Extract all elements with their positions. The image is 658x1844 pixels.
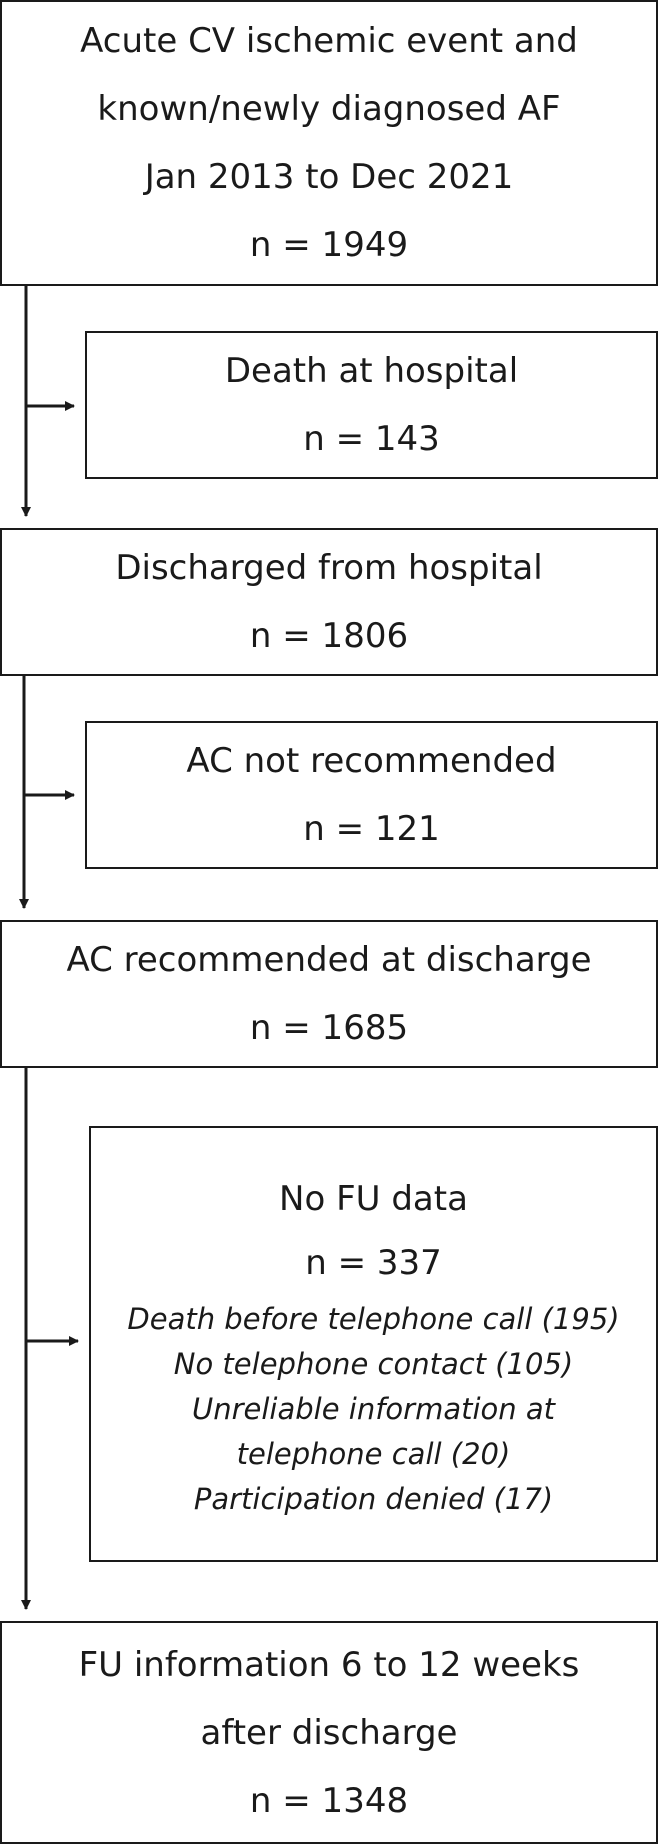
fu-information-line-1: FU information 6 to 12 weeks [78, 1644, 580, 1685]
death-at-hospital-count: n = 143 [303, 419, 440, 459]
ac-recommended-label: AC recommended at discharge [66, 940, 592, 980]
box-ac-recommended: AC recommended at discharge n = 1685 [0, 920, 658, 1068]
initial-cohort-line-3: Jan 2013 to Dec 2021 [144, 157, 514, 197]
discharged-count: n = 1806 [249, 616, 409, 656]
no-fu-reasons: Death before telephone call (195) No tel… [127, 1297, 619, 1522]
box-ac-not-recommended: AC not recommended n = 121 [85, 721, 658, 869]
ac-not-recommended-count: n = 121 [303, 809, 440, 849]
fu-information-count: n = 1348 [249, 1780, 409, 1821]
no-fu-count: n = 337 [305, 1242, 442, 1283]
ac-recommended-count: n = 1685 [249, 1008, 409, 1048]
no-fu-reason-death-before-call: Death before telephone call (195) [127, 1301, 620, 1336]
initial-cohort-line-1: Acute CV ischemic event and [80, 21, 578, 61]
no-fu-reason-unreliable-line-2: telephone call (20) [236, 1436, 511, 1471]
box-death-at-hospital: Death at hospital n = 143 [85, 331, 658, 479]
discharged-label: Discharged from hospital [115, 548, 543, 588]
box-discharged: Discharged from hospital n = 1806 [0, 528, 658, 676]
box-fu-information: FU information 6 to 12 weeks after disch… [0, 1621, 658, 1844]
ac-not-recommended-label: AC not recommended [186, 741, 557, 781]
no-fu-label: No FU data [279, 1178, 468, 1219]
box-no-fu-data: No FU data n = 337 Death before telephon… [89, 1126, 658, 1562]
death-at-hospital-label: Death at hospital [224, 351, 519, 391]
no-fu-reason-participation-denied: Participation denied (17) [193, 1481, 554, 1516]
initial-cohort-count: n = 1949 [249, 225, 409, 265]
fu-information-line-2: after discharge [200, 1712, 458, 1753]
initial-cohort-line-2: known/newly diagnosed AF [97, 89, 561, 129]
box-initial-cohort: Acute CV ischemic event and known/newly … [0, 0, 658, 286]
no-fu-reason-no-contact: No telephone contact (105) [173, 1346, 574, 1381]
no-fu-reason-unreliable-line-1: Unreliable information at [191, 1391, 556, 1426]
